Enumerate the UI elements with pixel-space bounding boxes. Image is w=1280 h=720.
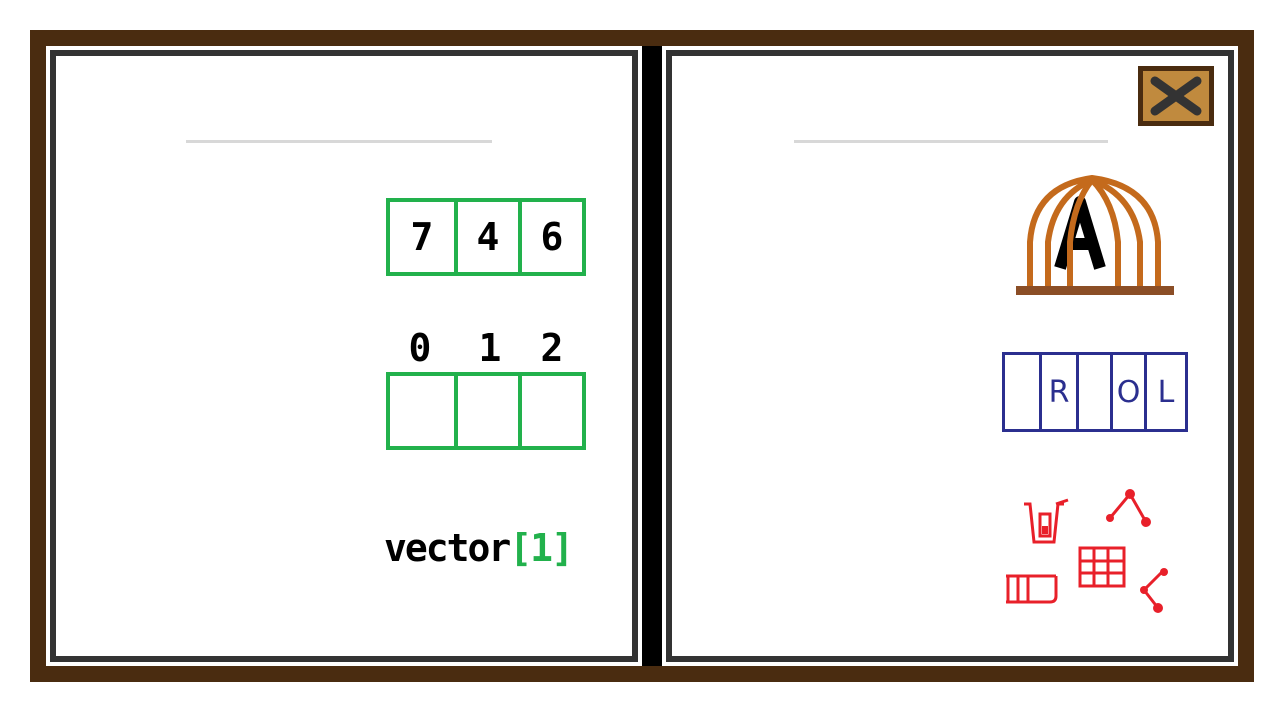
- branch-up-icon[interactable]: [1104, 486, 1154, 532]
- letter-cell-3[interactable]: O: [1110, 352, 1147, 432]
- letter-cell-0[interactable]: [1002, 352, 1042, 432]
- code-expression: vector[1]: [384, 526, 574, 570]
- rail-icon[interactable]: [1002, 570, 1060, 608]
- index-label-0: 0: [408, 326, 432, 370]
- number-cell-2: 6: [518, 198, 586, 276]
- code-bracket-open: [: [509, 526, 532, 570]
- index-label-1: 1: [478, 326, 502, 370]
- letter-cell-4[interactable]: L: [1144, 352, 1188, 432]
- caged-letter: A: [1080, 266, 1081, 269]
- book-spine: [642, 46, 662, 666]
- right-heading-line: [794, 140, 1108, 143]
- beaker-icon[interactable]: [1020, 498, 1072, 548]
- grid-icon[interactable]: [1076, 544, 1130, 590]
- code-index: 1: [530, 526, 553, 570]
- letter-cell-1[interactable]: R: [1039, 352, 1079, 432]
- input-slot-1[interactable]: [454, 372, 522, 450]
- code-word: vector: [384, 526, 511, 570]
- close-button[interactable]: [1138, 66, 1214, 126]
- index-label-2: 2: [540, 326, 564, 370]
- input-slot-2[interactable]: [518, 372, 586, 450]
- branch-down-icon[interactable]: [1134, 562, 1174, 616]
- number-cell-1: 4: [454, 198, 522, 276]
- input-slot-0[interactable]: [386, 372, 458, 450]
- caged-letter-icon: A: [1016, 174, 1174, 295]
- close-x-icon: [1150, 76, 1202, 116]
- left-heading-line: [186, 140, 492, 143]
- left-page: [46, 46, 642, 666]
- letter-cell-2[interactable]: [1076, 352, 1113, 432]
- number-cell-0: 7: [386, 198, 458, 276]
- code-bracket-close: ]: [551, 526, 574, 570]
